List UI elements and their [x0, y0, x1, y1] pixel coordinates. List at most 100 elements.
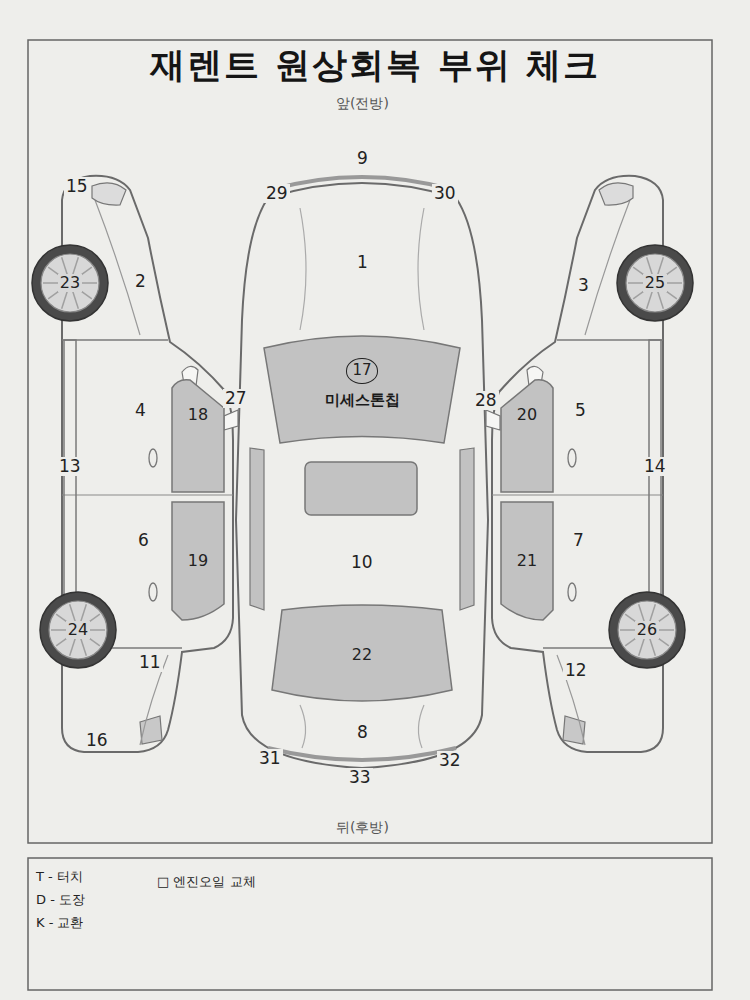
- callout-number: 32: [437, 751, 463, 770]
- rim: [626, 254, 684, 312]
- spoke: [650, 604, 656, 621]
- wheel-area: 24: [38, 590, 118, 670]
- car-outline-part: [268, 748, 456, 760]
- callout-number: 30: [432, 184, 458, 203]
- callout-number: 10: [349, 553, 375, 572]
- spoke: [81, 604, 87, 621]
- callout-number: 23: [58, 274, 82, 292]
- glass-area: 21: [499, 500, 555, 622]
- callout-number: 19: [188, 552, 208, 570]
- rim: [49, 601, 107, 659]
- car-outline-part: [300, 208, 306, 330]
- glass-area: 18: [170, 376, 226, 494]
- wheel-area: 23: [30, 243, 110, 323]
- node-text-holder: 20: [499, 376, 555, 494]
- tire: [40, 592, 116, 668]
- glass-panel: [501, 502, 553, 620]
- glass-panel: [272, 605, 452, 701]
- callout-number: 2: [133, 272, 148, 291]
- car-outline-part: [418, 208, 424, 330]
- direction-label: 뒤(후방): [334, 820, 391, 835]
- handwritten-note: 미세스톤칩: [325, 392, 400, 409]
- callout-number: 14: [642, 457, 668, 476]
- car-outline-part: [486, 410, 500, 430]
- legend-text: K - 교환: [36, 915, 83, 930]
- callout-number: 29: [264, 184, 290, 203]
- legend-text: T - 터치: [36, 869, 83, 884]
- callout-number: 28: [473, 391, 499, 410]
- glass-area: 20: [499, 376, 555, 494]
- node-text-holder: 17 미세스톤칩: [262, 322, 462, 445]
- legend-text: D - 도장: [36, 892, 85, 907]
- glass-area: 22: [270, 600, 454, 710]
- callout-number: 25: [643, 274, 667, 292]
- spoke: [647, 257, 653, 274]
- tire: [32, 245, 108, 321]
- tire: [617, 245, 693, 321]
- callout-number: 26: [635, 621, 659, 639]
- node-text-holder: 18: [170, 376, 226, 494]
- callout-number: 33: [347, 768, 373, 787]
- glass-shape: [170, 376, 226, 494]
- car-outline-part: [224, 410, 238, 430]
- node-text-holder: 21: [499, 500, 555, 622]
- glass-panel: [264, 336, 460, 443]
- legend-item: T - 터치: [36, 868, 83, 886]
- spoke: [639, 604, 645, 621]
- callout-number: 11: [137, 653, 163, 672]
- rim: [41, 254, 99, 312]
- wheel-area: 25: [615, 243, 695, 323]
- callout-number: 13: [57, 457, 83, 476]
- node-text-holder: 24: [38, 590, 118, 670]
- callout-number: 24: [66, 621, 90, 639]
- callout-number: 12: [563, 661, 589, 680]
- wheel-area: 26: [607, 590, 687, 670]
- spoke: [62, 292, 68, 309]
- callout-number: 20: [517, 406, 537, 424]
- car-outline-part: [250, 448, 264, 610]
- form-title: 재렌트 원상회복 부위 체크: [0, 42, 750, 89]
- car-outline-part: [236, 183, 488, 768]
- car-outline-part: [28, 858, 712, 990]
- rim: [618, 601, 676, 659]
- spoke: [70, 639, 76, 656]
- callout-number: 7: [571, 531, 586, 550]
- node-text-holder: 19: [170, 500, 226, 622]
- car-outline-part: [305, 462, 417, 515]
- callout-number: 3: [576, 276, 591, 295]
- callout-number: 27: [223, 389, 249, 408]
- spoke: [70, 604, 76, 621]
- checkbox-item: □ 엔진오일 교체: [155, 875, 258, 889]
- glass-area: 17 미세스톤칩: [262, 322, 462, 445]
- callout-number: 4: [133, 401, 148, 420]
- node-text-holder: 23: [30, 243, 110, 323]
- spoke: [81, 639, 87, 656]
- tire: [609, 592, 685, 668]
- car-outline-part: [270, 177, 454, 190]
- callout-number: 5: [573, 401, 588, 420]
- node-text-holder: 26: [607, 590, 687, 670]
- callout-number: 17: [346, 358, 377, 383]
- legend-item: K - 교환: [36, 914, 83, 932]
- callout-number: 6: [136, 531, 151, 550]
- callout-number: 9: [355, 149, 370, 168]
- callout-number: 31: [257, 749, 283, 768]
- glass-panel: [172, 380, 224, 492]
- spoke: [73, 257, 79, 274]
- callout-number: 22: [352, 646, 372, 664]
- spoke: [658, 257, 664, 274]
- car-outline-part: [300, 705, 306, 748]
- spoke: [650, 639, 656, 656]
- callout-number: 16: [84, 731, 110, 750]
- car-outline-part: [460, 448, 474, 610]
- legend-item: D - 도장: [36, 891, 85, 909]
- callout-number: 15: [64, 177, 90, 196]
- glass-shape: [499, 376, 555, 494]
- car-outline-part: [418, 705, 424, 748]
- callout-number: 21: [517, 552, 537, 570]
- spoke: [62, 257, 68, 274]
- direction-label: 앞(전방): [334, 96, 391, 111]
- car-outline-part: [28, 40, 712, 843]
